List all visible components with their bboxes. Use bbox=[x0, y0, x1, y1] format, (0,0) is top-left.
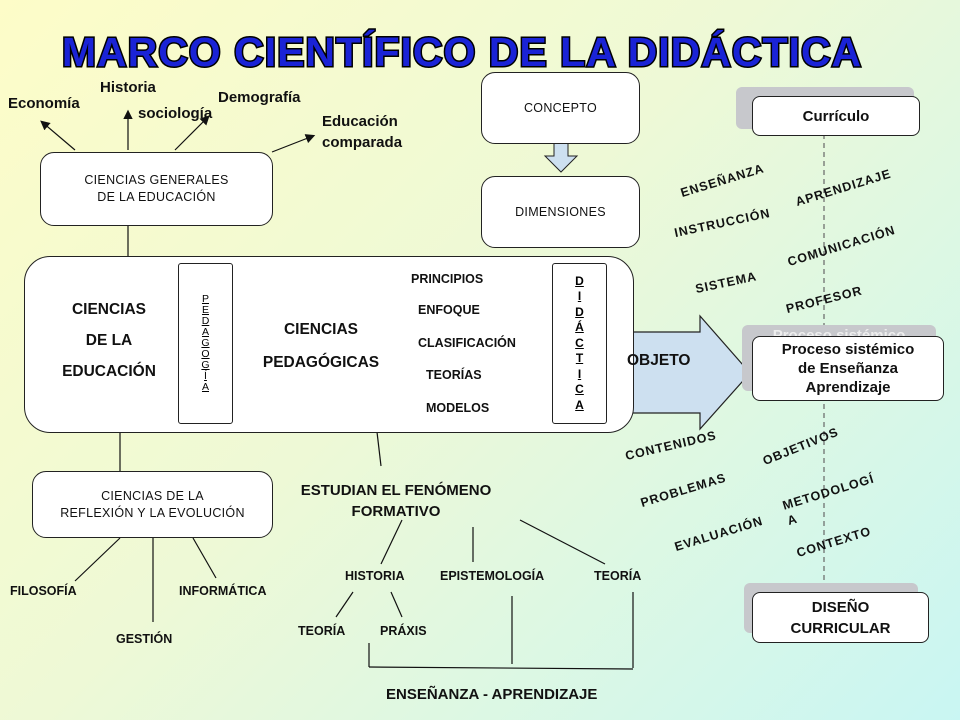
didactica-letter: D bbox=[575, 273, 584, 288]
label-historia: Historia bbox=[100, 79, 156, 96]
central-container bbox=[24, 256, 634, 433]
pedagogia-vertical-box: P E D A G O G Í A bbox=[178, 263, 233, 424]
ciencias-pedagogicas-line-2: PEDAGÓGICAS bbox=[262, 354, 380, 371]
didactica-letter: I bbox=[577, 366, 582, 381]
page-title: MARCO CIENTÍFICO DE LA DIDÁCTICA bbox=[62, 29, 862, 75]
pedagogia-letter: A bbox=[201, 326, 209, 338]
label-praxis: PRÁXIS bbox=[380, 624, 427, 638]
pedagogia-letter: G bbox=[201, 337, 210, 349]
didactica-letter: I bbox=[577, 289, 582, 304]
pedagogia-letter: Í bbox=[204, 370, 207, 382]
pedagogia-letter: P bbox=[201, 293, 209, 305]
label-educacion-comparada: Educación comparada bbox=[322, 113, 403, 151]
ciencias-educacion-line-3: EDUCACIÓN bbox=[62, 363, 156, 380]
list-enfoque: ENFOQUE bbox=[418, 303, 480, 317]
ciencias-educacion-label: CIENCIAS DE LA EDUCACIÓN bbox=[50, 294, 168, 387]
pedagogia-letter: O bbox=[201, 348, 210, 360]
ciencias-educacion-line-2: DE LA bbox=[85, 332, 133, 349]
ciencias-educacion-line-1: CIENCIAS bbox=[71, 301, 147, 318]
label-economia: Economía bbox=[8, 95, 80, 112]
box-proceso-sistemico: Proceso sistémico de Enseñanza Aprendiza… bbox=[752, 336, 944, 401]
list-clasificacion: CLASIFICACIÓN bbox=[418, 336, 516, 350]
ciencias-pedagogicas-line-1: CIENCIAS bbox=[283, 321, 359, 338]
label-gestion: GESTIÓN bbox=[116, 632, 173, 646]
list-modelos: MODELOS bbox=[426, 401, 490, 415]
box-reflexion: CIENCIAS DE LA REFLEXIÓN Y LA EVOLUCIÓN bbox=[32, 471, 273, 538]
didactica-vertical-box: D I D Á C T I C A bbox=[552, 263, 607, 424]
box-curriculo: Currículo bbox=[752, 96, 920, 136]
pedagogia-letter: A bbox=[201, 381, 209, 393]
ciencias-pedagogicas-label: CIENCIAS PEDAGÓGICAS bbox=[246, 313, 396, 379]
pedagogia-letter: D bbox=[201, 315, 210, 327]
label-informatica: INFORMÁTICA bbox=[179, 584, 267, 598]
didactica-letter: T bbox=[575, 351, 584, 366]
didactica-letter: Á bbox=[575, 320, 584, 335]
label-epistemologia: EPISTEMOLOGÍA bbox=[440, 569, 545, 583]
box-dimensiones: DIMENSIONES bbox=[481, 176, 640, 248]
list-teorias: TEORÍAS bbox=[426, 368, 482, 382]
label-ensenanza-aprendizaje: ENSEÑANZA - APRENDIZAJE bbox=[386, 686, 598, 703]
box-concepto: CONCEPTO bbox=[481, 72, 640, 144]
label-sociologia: sociología bbox=[138, 105, 213, 122]
didactica-letter: A bbox=[575, 397, 584, 412]
didactica-letter: D bbox=[575, 304, 584, 319]
label-estudian-fenomeno: ESTUDIAN EL FENÓMENO FORMATIVO bbox=[300, 482, 492, 520]
box-diseno-curricular: DISEÑO CURRICULAR bbox=[752, 592, 929, 643]
label-teoria: TEORÍA bbox=[594, 569, 642, 583]
label-historia-bottom: HISTORIA bbox=[345, 569, 405, 583]
box-ciencias-generales: CIENCIAS GENERALES DE LA EDUCACIÓN bbox=[40, 152, 273, 226]
didactica-letter: C bbox=[575, 335, 584, 350]
pedagogia-letter: E bbox=[201, 304, 209, 316]
pedagogia-letter: G bbox=[201, 359, 210, 371]
didactica-letter: C bbox=[575, 382, 584, 397]
page-title-graphic: MARCO CIENTÍFICO DE LA DIDÁCTICA bbox=[60, 28, 862, 77]
label-demografia: Demografía bbox=[218, 89, 301, 106]
label-filosofia: FILOSOFÍA bbox=[10, 584, 77, 598]
label-teoria-2: TEORÍA bbox=[298, 624, 346, 638]
objeto-arrow-label: OBJETO bbox=[627, 352, 691, 369]
list-principios: PRINCIPIOS bbox=[411, 272, 484, 286]
